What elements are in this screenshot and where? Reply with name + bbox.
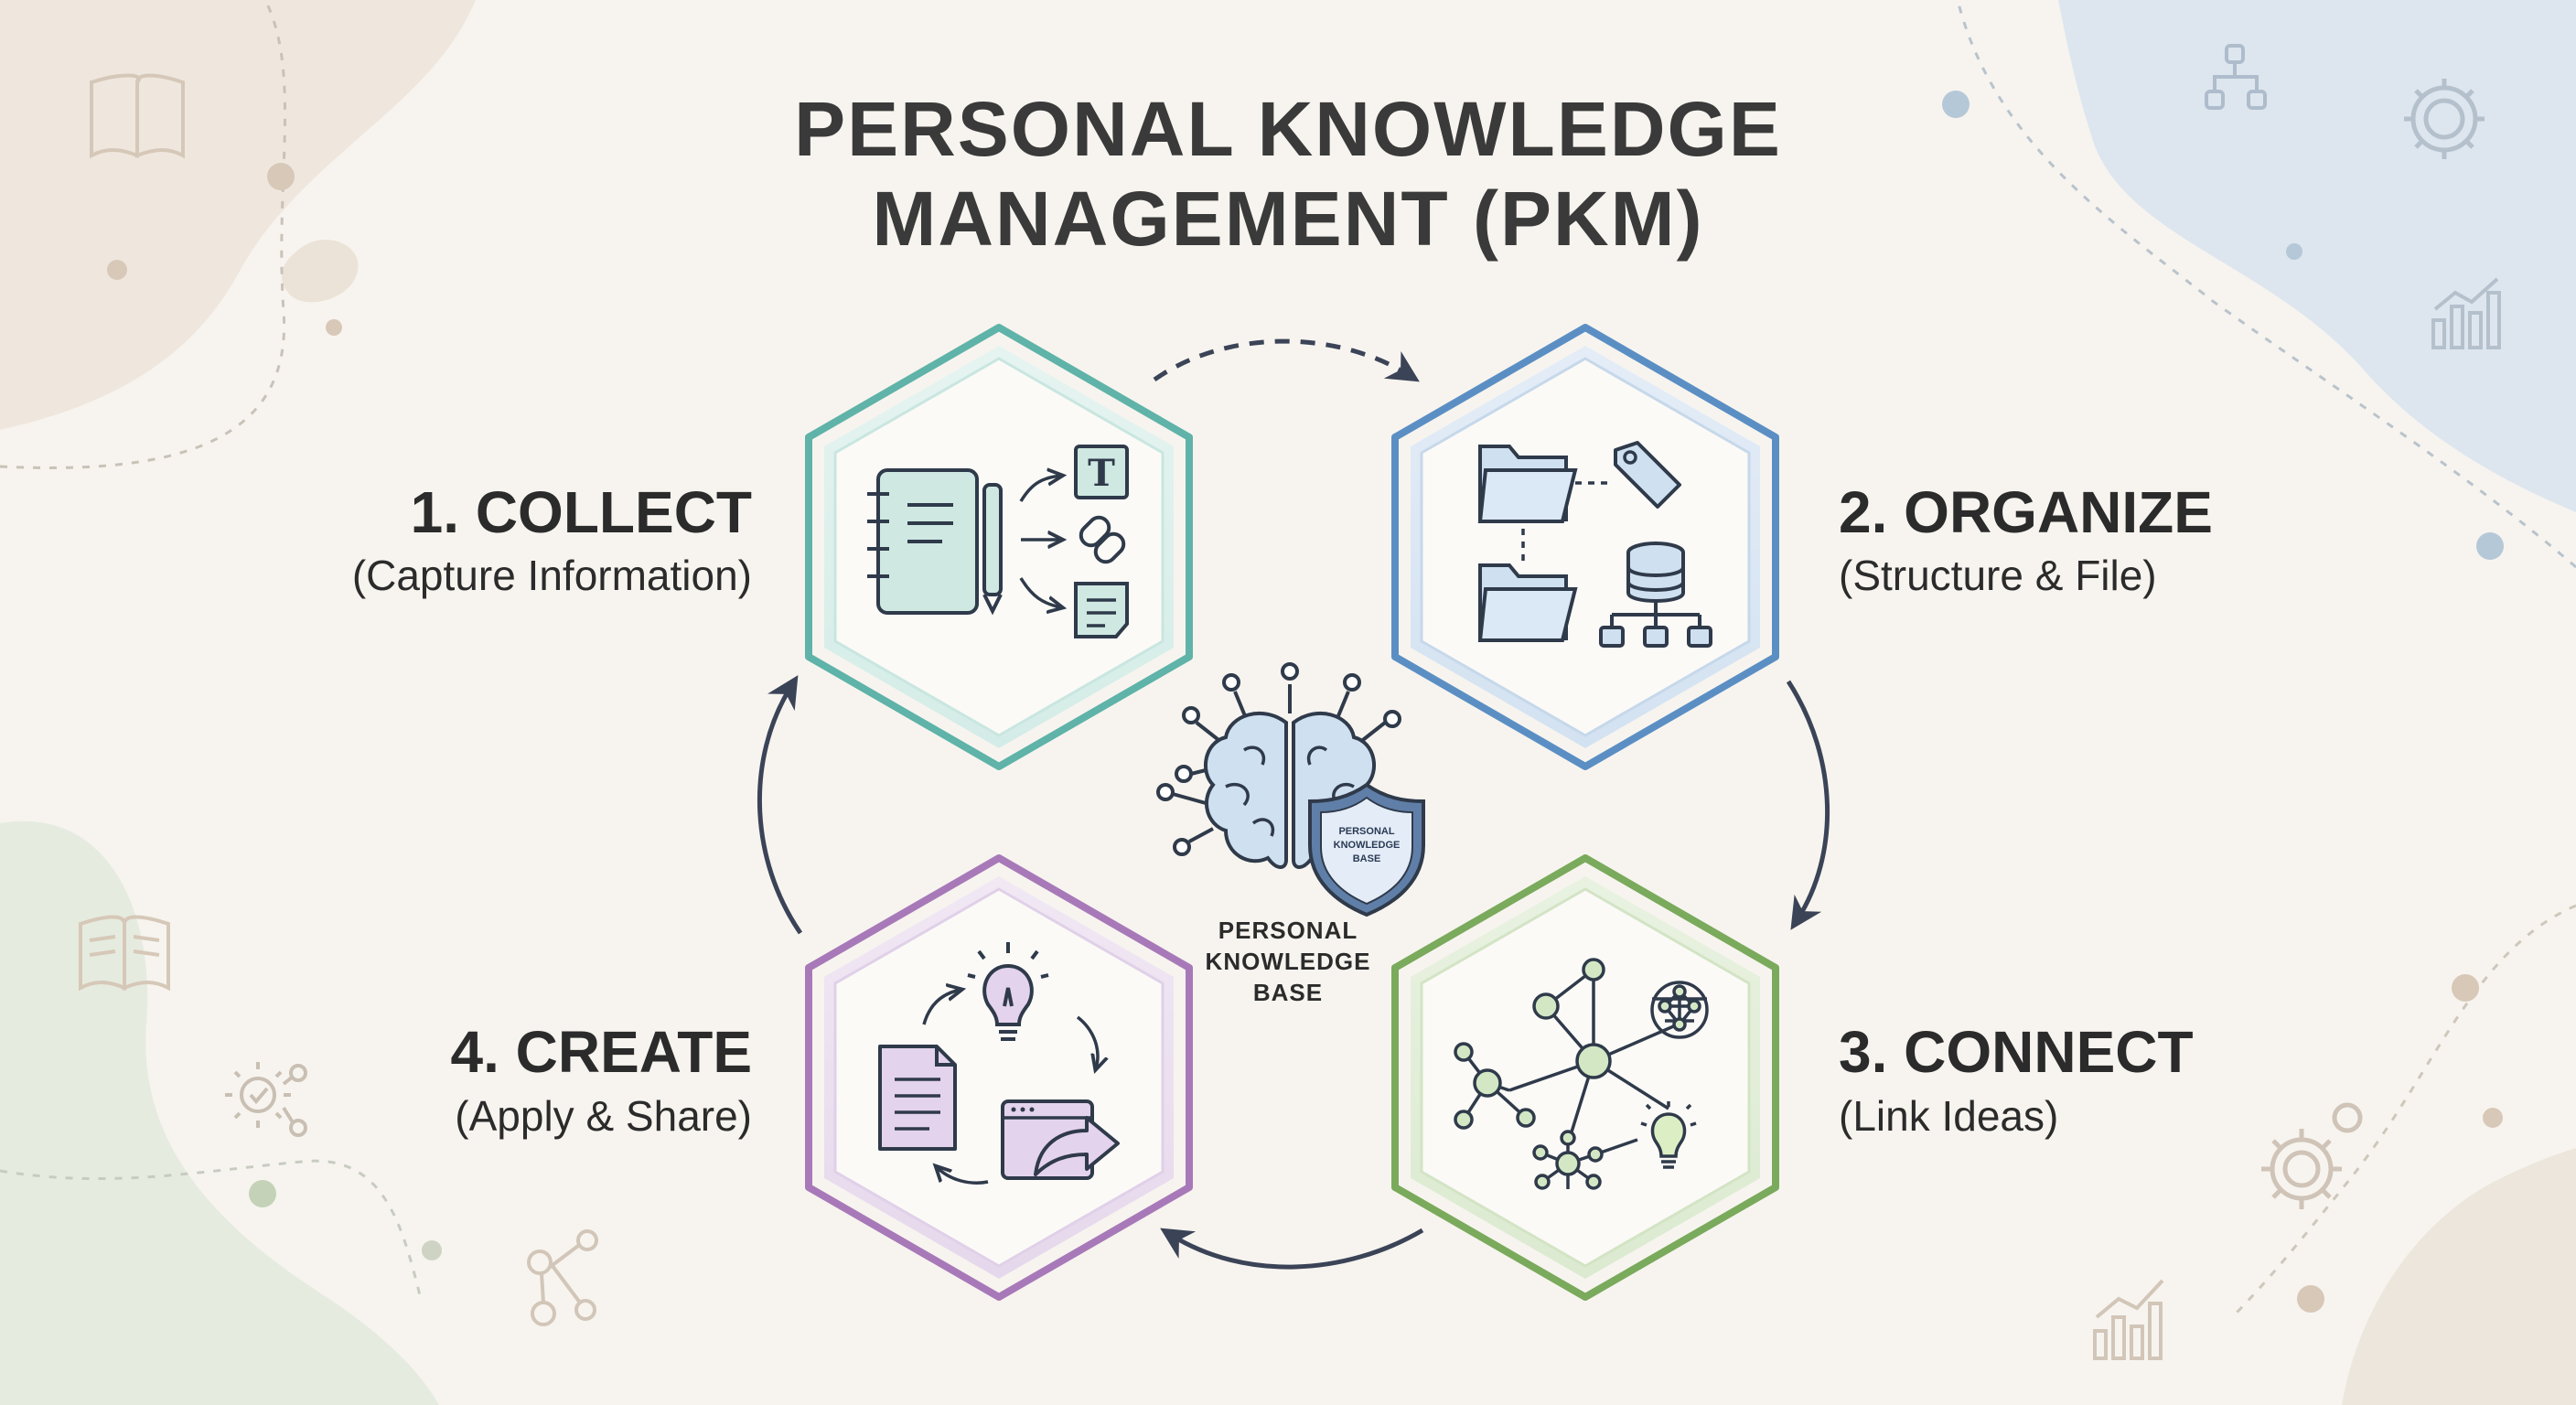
arrow-connect-to-create xyxy=(1160,1228,1424,1270)
create-cycle-arrows xyxy=(922,990,1098,1185)
arrow-collect-to-organize xyxy=(1153,338,1420,382)
step-connect xyxy=(1391,854,1779,1301)
collect-arrows xyxy=(1019,476,1061,607)
center-knowledge-base: PERSONAL KNOWLEDGE BASE PERSONAL KNOWLED… xyxy=(1156,662,1425,1006)
gear-icon xyxy=(2404,79,2485,159)
hierarchy-icon xyxy=(1599,602,1712,648)
text-badge: T xyxy=(1088,452,1115,495)
cycle-arrows xyxy=(757,338,1830,1270)
chart-icon xyxy=(2431,277,2501,349)
center-label-line1: PERSONAL xyxy=(1218,917,1358,944)
nodes-icon xyxy=(527,1229,598,1326)
step-title-connect: 3. CONNECT xyxy=(1839,1019,2194,1085)
document-icon xyxy=(878,1045,957,1151)
note-icon xyxy=(1074,582,1129,638)
pen-icon xyxy=(982,483,1003,616)
step-title-create: 4. CREATE xyxy=(450,1019,752,1085)
gear-icon xyxy=(2261,1102,2363,1209)
arrow-create-to-collect xyxy=(757,675,803,935)
center-label-line3: BASE xyxy=(1253,979,1323,1006)
shield-label-line1: PERSONAL xyxy=(1338,826,1394,837)
arrow-organize-to-connect xyxy=(1786,680,1830,930)
book-icon xyxy=(90,73,185,159)
step-subtitle-collect: (Capture Information) xyxy=(352,552,752,599)
folder-icon xyxy=(1477,563,1578,642)
book-icon xyxy=(79,915,170,992)
lightbulb-icon xyxy=(967,942,1049,1041)
shield-icon: PERSONAL KNOWLEDGE BASE xyxy=(1308,782,1425,917)
page-title-line2: MANAGEMENT (PKM) xyxy=(872,176,1703,262)
gear-check-icon xyxy=(225,1062,307,1137)
step-create xyxy=(805,854,1193,1301)
database-icon xyxy=(1626,542,1685,603)
step-collect: T xyxy=(805,324,1193,770)
chart-icon xyxy=(2093,1279,2164,1360)
step-subtitle-organize: (Structure & File) xyxy=(1839,552,2157,599)
share-window-icon xyxy=(1001,1099,1120,1180)
step-subtitle-create: (Apply & Share) xyxy=(455,1092,752,1140)
shield-label-line3: BASE xyxy=(1353,853,1381,864)
notebook-icon xyxy=(867,468,979,615)
step-organize xyxy=(1391,324,1779,770)
step-title-collect: 1. COLLECT xyxy=(411,479,752,545)
network-icon xyxy=(1454,958,1709,1190)
step-title-organize: 2. ORGANIZE xyxy=(1839,479,2213,545)
step-subtitle-connect: (Link Ideas) xyxy=(1839,1092,2058,1140)
folder-icon xyxy=(1477,445,1578,523)
link-icon xyxy=(1079,515,1126,564)
shield-label-line2: KNOWLEDGE xyxy=(1334,840,1401,851)
hierarchy-small-icon xyxy=(2205,44,2267,110)
page-title-line1: PERSONAL KNOWLEDGE xyxy=(794,86,1782,172)
center-label-line2: KNOWLEDGE xyxy=(1206,948,1371,975)
tag-icon xyxy=(1614,441,1681,509)
lightbulb-icon xyxy=(1640,1101,1697,1169)
text-icon: T xyxy=(1074,445,1129,499)
